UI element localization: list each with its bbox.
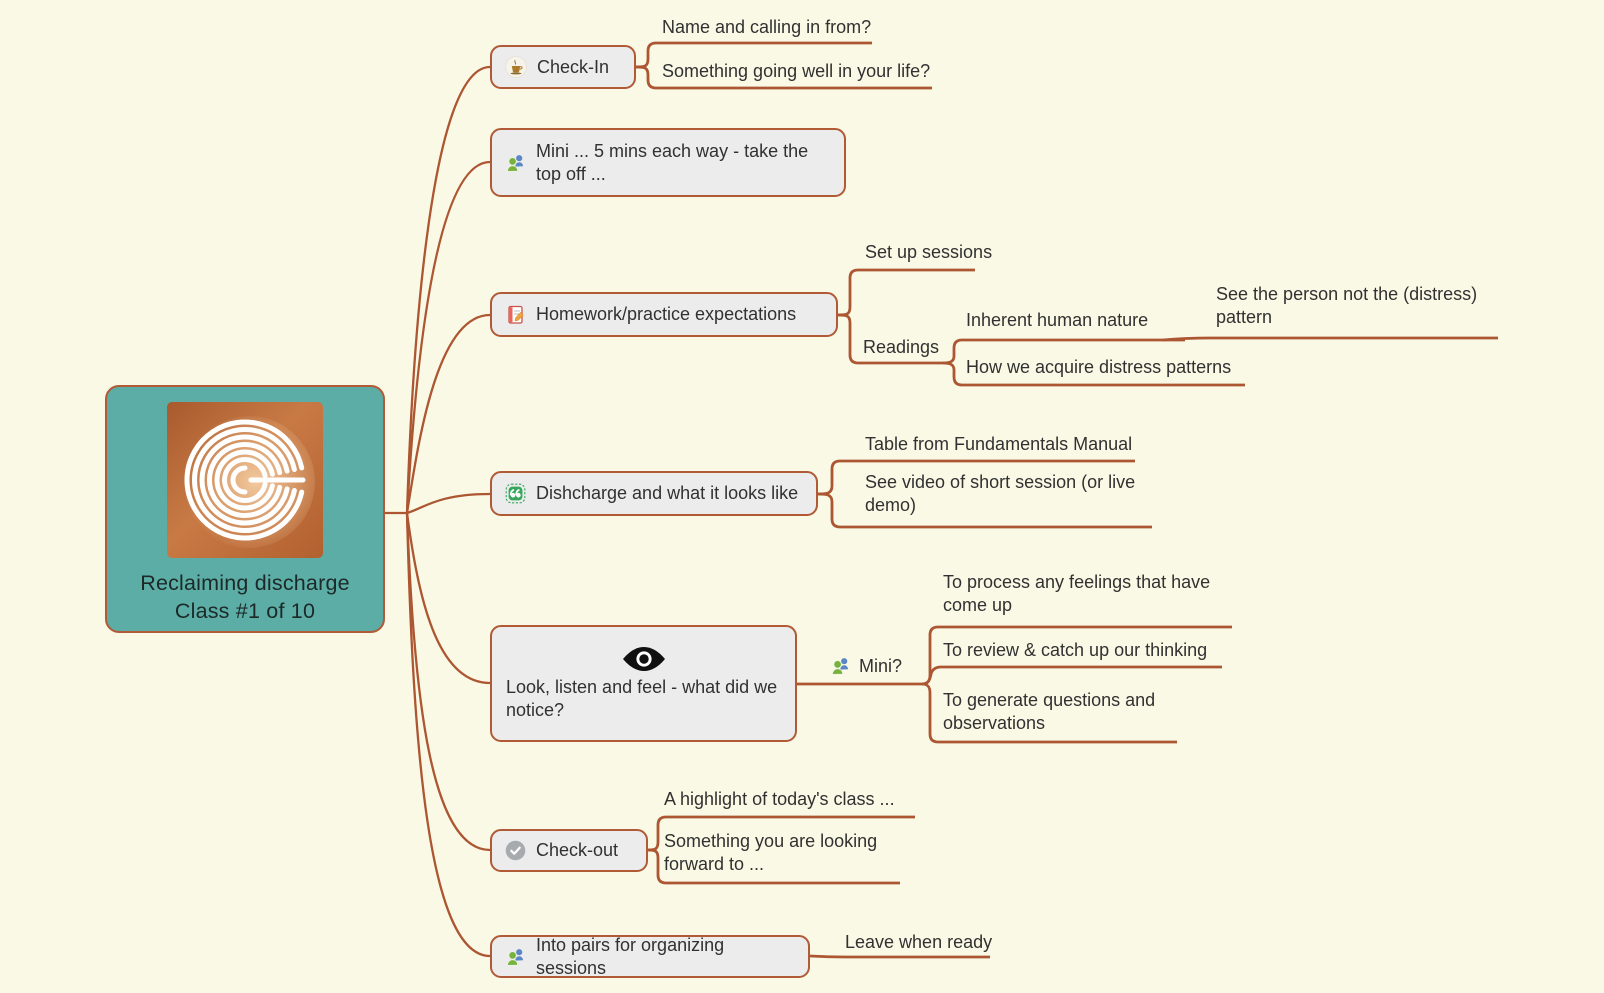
people-icon xyxy=(830,655,851,676)
leaf-node-to-generate[interactable]: To generate questions and observations xyxy=(943,690,1156,733)
leaf-node-see-video[interactable]: See video of short session (or live demo… xyxy=(865,472,1136,515)
branch-label: Into pairs for organizing sessions xyxy=(536,934,725,978)
people-icon xyxy=(505,946,526,967)
branch-label: Check-In xyxy=(537,56,610,77)
root-node[interactable]: Reclaiming discharge Class #1 of 10 xyxy=(105,385,385,633)
root-title: Reclaiming discharge Class #1 of 10 xyxy=(140,569,350,625)
branch-label: Homework/practice expectations xyxy=(536,304,797,324)
labyrinth-image xyxy=(167,402,323,558)
leaf-node-set-up-sessions[interactable]: Set up sessions xyxy=(865,242,993,262)
leaf-node-to-process[interactable]: To process any feelings that have come u… xyxy=(943,572,1211,615)
quote-icon xyxy=(505,483,526,504)
branch-node-discharge[interactable]: Dishcharge and what it looks like xyxy=(490,471,818,516)
branch-node-check-in[interactable]: Check-In xyxy=(490,45,636,89)
branch-label: Dishcharge and what it looks like xyxy=(536,483,799,503)
leaf-node-leave-ready[interactable]: Leave when ready xyxy=(845,932,993,952)
branch-label: Look, listen and feel - what did we noti… xyxy=(506,676,778,720)
branch-label: Mini ... 5 mins each way - take the top … xyxy=(536,140,809,184)
leaf-node-highlight[interactable]: A highlight of today's class ... xyxy=(664,789,895,809)
people-icon xyxy=(505,152,526,173)
branch-node-mini[interactable]: Mini ... 5 mins each way - take the top … xyxy=(490,128,846,197)
memo-icon xyxy=(505,304,526,325)
branch-label: Check-out xyxy=(536,840,619,860)
leaf-node-readings[interactable]: Readings xyxy=(863,337,940,357)
teacup-icon xyxy=(505,56,527,78)
branch-node-check-out[interactable]: Check-out xyxy=(490,829,648,872)
leaf-node-see-person[interactable]: See the person not the (distress) patter… xyxy=(1216,284,1478,327)
leaf-node-inherent-nature[interactable]: Inherent human nature xyxy=(966,310,1149,330)
leaf-node-mini-q[interactable]: Mini? xyxy=(830,655,902,678)
leaf-node-something-well[interactable]: Something going well in your life? xyxy=(662,61,931,81)
leaf-node-to-review[interactable]: To review & catch up our thinking xyxy=(943,640,1208,660)
leaf-node-name-calling[interactable]: Name and calling in from? xyxy=(662,17,872,37)
eye-icon xyxy=(621,646,667,672)
root-title-line1: Reclaiming discharge xyxy=(140,571,350,595)
branch-node-look-listen[interactable]: Look, listen and feel - what did we noti… xyxy=(490,625,797,742)
leaf-node-looking-forward[interactable]: Something you are looking forward to ... xyxy=(664,831,878,874)
leaf-node-how-acquire[interactable]: How we acquire distress patterns xyxy=(966,357,1232,377)
leaf-label: Mini? xyxy=(859,656,903,676)
branch-node-homework[interactable]: Homework/practice expectations xyxy=(490,292,838,337)
root-title-line2: Class #1 of 10 xyxy=(174,599,316,623)
branch-node-into-pairs[interactable]: Into pairs for organizing sessions xyxy=(490,935,810,978)
check-icon xyxy=(505,840,526,861)
leaf-node-table-manual[interactable]: Table from Fundamentals Manual xyxy=(865,434,1133,454)
